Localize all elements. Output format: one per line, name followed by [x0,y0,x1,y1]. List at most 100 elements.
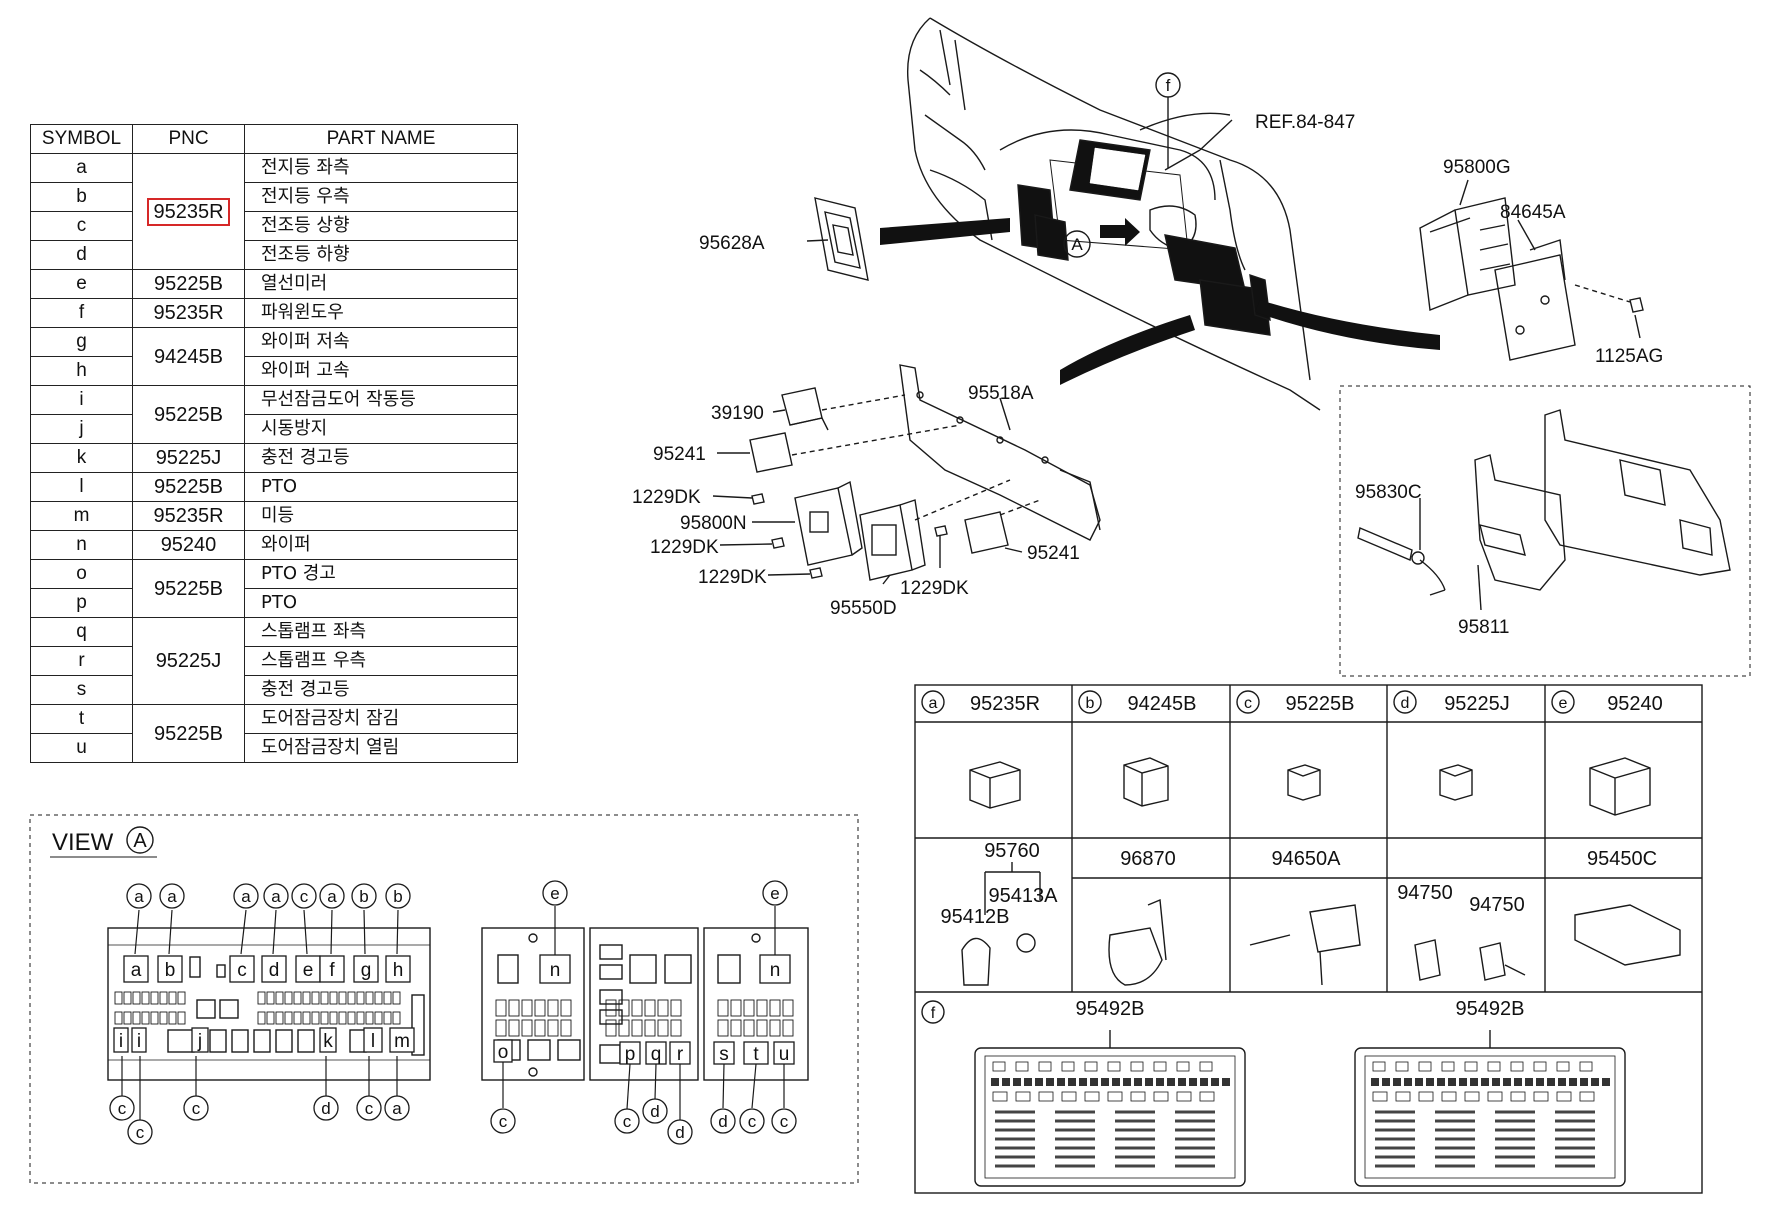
pnc-cell: 95225B [132,704,245,763]
bottom-circle-5: a [392,1099,402,1118]
bottom-circle-3-circle [313,1095,339,1121]
fuse-box-k-3-box [319,1027,337,1053]
fuse-slot [769,999,781,1017]
fuse-slot [177,1011,186,1025]
table-header-row: SYMBOL PNC PART NAME [30,124,518,154]
view-a-circle-letter: A [133,830,147,852]
fuse-icon [1002,1078,1010,1086]
fuse-icon [1404,1078,1412,1086]
fuse-slot [618,999,630,1017]
fuse-slot [743,999,755,1017]
symbol-cell: a [30,153,133,183]
fuse-slot [347,991,356,1005]
symbol-cell: s [30,675,133,705]
fuse-box-a: a [131,960,142,981]
fuse-icon [1107,1061,1121,1072]
pointer-arrows [880,218,1440,385]
fuse-slot [392,991,401,1005]
fuse-icon [1382,1078,1390,1086]
fuse-icon [1189,1078,1197,1086]
panel4-box-t: t [753,1044,759,1065]
fuse-slot [508,1019,520,1037]
fuse-slot [141,991,150,1005]
fuse-icon [1441,1091,1457,1102]
leader-line [654,1063,657,1100]
symbol-cell: d [30,240,133,270]
panel3-circle-2: d [675,1123,684,1142]
part-name-cell: 시동방지 [244,414,518,444]
fuse-slot [521,1019,533,1037]
bottom-circle-2-circle [183,1095,209,1121]
fuse-icon [1393,1078,1401,1086]
fuse-icon [1580,1078,1588,1086]
fuse-icon [1090,1078,1098,1086]
top-circle-1: a [167,887,177,906]
fuse-slot [284,991,293,1005]
fuse-slot [670,1019,682,1037]
grid-row2-header-0: 95760 [984,840,1040,862]
panel2-top-circle-circle [542,880,568,906]
fuse-slot [383,1011,392,1025]
symbol-cell: t [30,704,133,734]
grid-circle-a: a [929,695,938,712]
fuse-icon [1130,1091,1146,1102]
fuse-slot [114,991,123,1005]
fuse-icon [1492,1078,1500,1086]
fuse-icon [1176,1061,1190,1072]
fuse-slot [618,1019,630,1037]
view-a-panel-3 [589,927,699,1081]
screws-1229dk [751,493,948,579]
top-circle-7: b [393,887,402,906]
fuse-box-l-4: l [371,1031,375,1052]
fuse-icon [1487,1061,1501,1072]
leader-line [626,1063,631,1110]
fuse-slot [756,999,768,1017]
sensor-95830c [1357,527,1446,596]
fuse-box-m-5-box [389,1027,415,1053]
relay-95241-lower [964,499,1041,554]
fuse-icon [1084,1091,1100,1102]
fuse-icon [1372,1061,1386,1072]
symbol-cell: e [30,269,133,299]
fuse-slot [123,1011,132,1025]
fuse-slot [534,999,546,1017]
module-95550d [859,479,1011,581]
fuse-slot [657,1019,669,1037]
fuse-icon [1437,1078,1445,1086]
top-circle-2: a [241,887,251,906]
grid-pnc-3: 95225J [1444,693,1510,715]
fuse-icon [1123,1078,1131,1086]
top-circle-0-circle [126,883,152,909]
fuse-slot [644,1019,656,1037]
fuse-icon [1533,1061,1547,1072]
grid-pnc-4: 95240 [1607,693,1663,715]
fuse-slot [293,991,302,1005]
fuse-slot [338,1011,347,1025]
fuse-box-j-2: j [197,1031,202,1052]
symbol-cell: k [30,443,133,473]
panel4-box-u: u [779,1044,790,1065]
fuse-icon [1556,1061,1570,1072]
top-circle-5-circle [319,883,345,909]
leader-line [303,909,308,955]
fuse-box-c: c [237,960,247,981]
fuse-icon [1569,1078,1577,1086]
fuse-slot [302,991,311,1005]
pnc-cell: 95235R [132,153,245,270]
fuse-slot [631,1019,643,1037]
fuse-slot [266,991,275,1005]
view-a-fuse-rows [114,991,794,1037]
pnc-cell: 95225B [132,559,245,618]
fuse-icon [1558,1078,1566,1086]
panel4-top-circle: e [770,884,779,903]
grid-row2-header-1: 96870 [1120,848,1176,870]
fuse-box-b: b [165,960,176,981]
callout-95241-upper: 95241 [653,444,706,465]
fuse-icon [1481,1078,1489,1086]
